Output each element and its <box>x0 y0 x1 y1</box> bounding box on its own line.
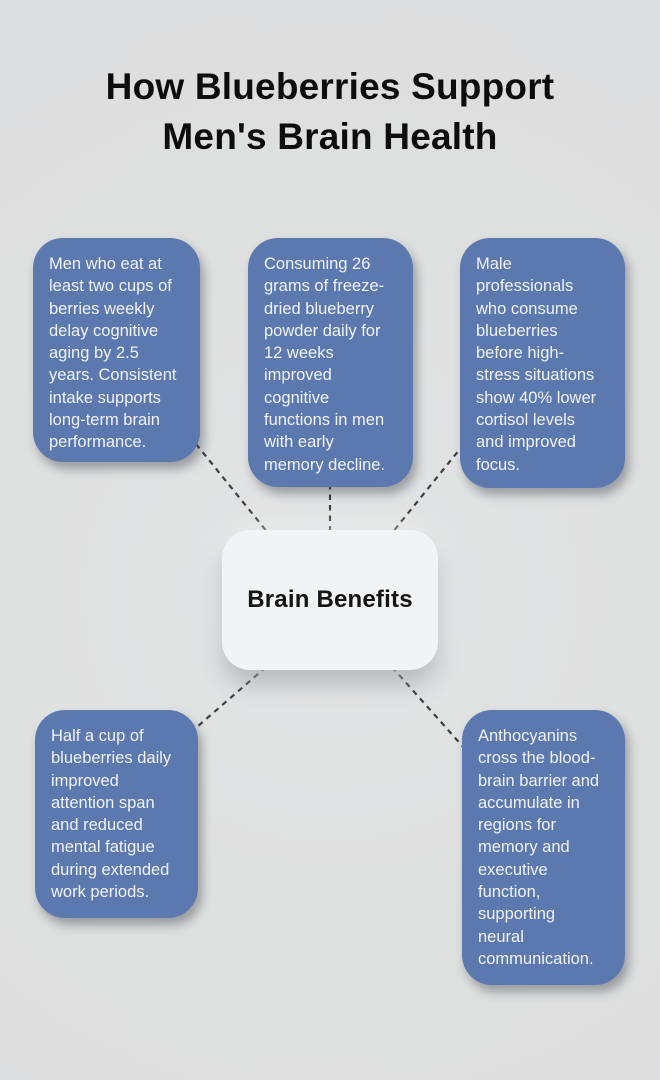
benefit-card-text: Men who eat at least two cups of berries… <box>49 255 177 452</box>
benefit-card-text: Half a cup of blueberries daily improved… <box>51 727 172 902</box>
benefit-card-text: Male professionals who consume blueberri… <box>476 255 597 474</box>
connector-line-top-left <box>195 443 269 534</box>
connector-line-bottom-right <box>391 666 466 750</box>
connector-line-bottom-left <box>196 666 267 728</box>
center-node-label: Brain Benefits <box>247 586 413 613</box>
benefit-card-anthocyanins: Anthocyanins cross the blood- brain barr… <box>462 710 625 985</box>
benefit-card-text: Consuming 26 grams of freeze- dried blue… <box>264 255 386 474</box>
connector-line-top-right <box>391 443 465 534</box>
benefit-card-stress-cortisol: Male professionals who consume blueberri… <box>460 238 625 488</box>
benefit-card-weekly-intake: Men who eat at least two cups of berries… <box>33 238 200 462</box>
benefit-card-attention-span: Half a cup of blueberries daily improved… <box>35 710 198 918</box>
center-node-brain-benefits: Brain Benefits <box>222 530 438 670</box>
benefit-card-text: Anthocyanins cross the blood- brain barr… <box>478 727 600 968</box>
benefit-card-freeze-dried-powder: Consuming 26 grams of freeze- dried blue… <box>248 238 413 487</box>
page-title: How Blueberries Support Men's Brain Heal… <box>105 66 555 157</box>
